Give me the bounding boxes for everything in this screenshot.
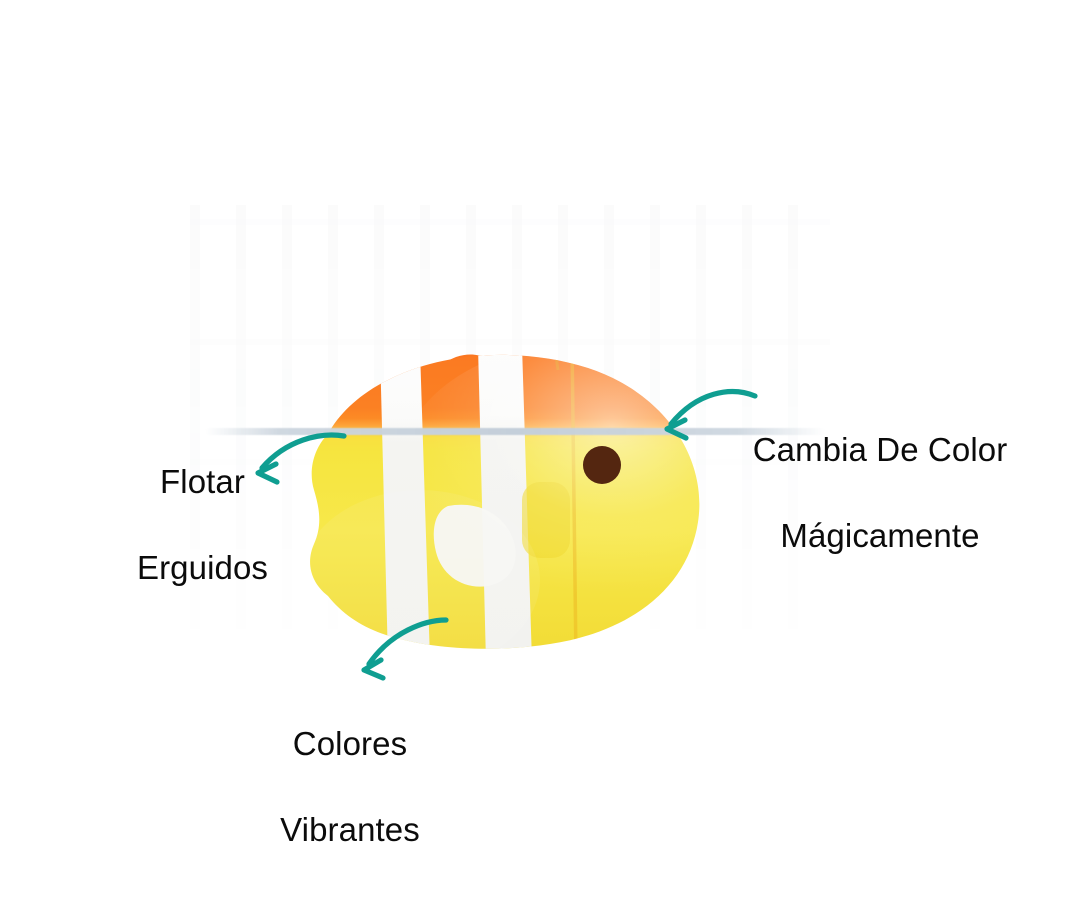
- callout-bottom-line-2: Vibrantes: [280, 810, 420, 848]
- fish-eye: [583, 446, 621, 484]
- callout-left-line-2: Erguidos: [136, 548, 269, 586]
- callout-cambia-de-color: Cambia De Color Mágicamente: [730, 386, 1030, 600]
- callout-colores-vibrantes: Colores Vibrantes: [250, 680, 450, 894]
- fish-gloss-lower: [310, 490, 540, 649]
- fish-eye-shade: [583, 446, 621, 484]
- callout-right-line-1: Cambia De Color: [752, 430, 1008, 468]
- clownfish-bath-toy-figure: [270, 330, 770, 700]
- callout-left-line-1: Flotar: [160, 462, 245, 500]
- callout-flotar-erguidos: Flotar Erguidos: [105, 418, 300, 632]
- fish-gloss-highlight: [395, 354, 700, 615]
- callout-bottom-line-1: Colores: [292, 724, 408, 762]
- callout-right-line-2: Mágicamente: [780, 516, 980, 554]
